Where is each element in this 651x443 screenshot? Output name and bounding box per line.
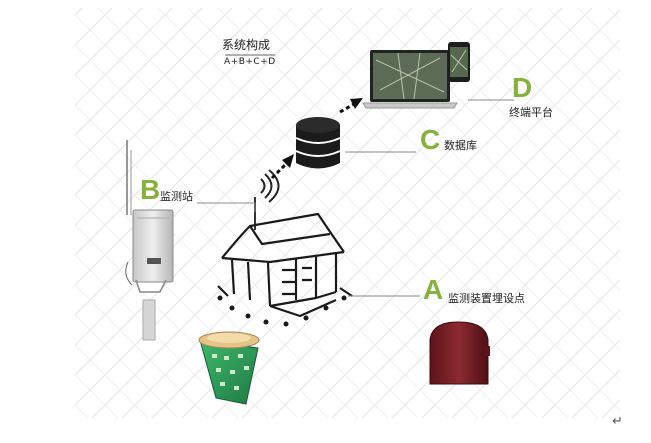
label-letter-b: B: [140, 174, 161, 205]
arrow-station-to-database: [270, 154, 294, 180]
ground-dots: [217, 295, 347, 327]
diagram-formula: A+B+C+D: [224, 57, 276, 67]
label-text-a: 监测装置埋设点: [448, 292, 525, 305]
label-letter-a: A: [423, 274, 444, 305]
leader-lines: [197, 99, 514, 297]
flow-arrows: [270, 98, 363, 180]
phone-icon: [448, 42, 470, 82]
laptop-icon: [362, 50, 458, 109]
monitoring-station-illustration: [125, 140, 174, 341]
label-text-b: 监测站: [160, 190, 193, 203]
ancient-building-illustration: [217, 212, 353, 318]
label-letter-c: C: [420, 124, 441, 155]
database-icon: [295, 117, 341, 169]
arrow-database-to-terminal: [339, 98, 363, 114]
acquisition-box-illustration: [429, 321, 490, 385]
diagram-title: 系统构成: [222, 38, 271, 52]
sensor-device-illustration: [198, 331, 260, 405]
return-symbol: ↵: [612, 414, 623, 429]
label-text-c: 数据库: [444, 139, 477, 152]
label-text-d: 终端平台: [509, 106, 553, 119]
label-letter-d: D: [512, 72, 533, 103]
